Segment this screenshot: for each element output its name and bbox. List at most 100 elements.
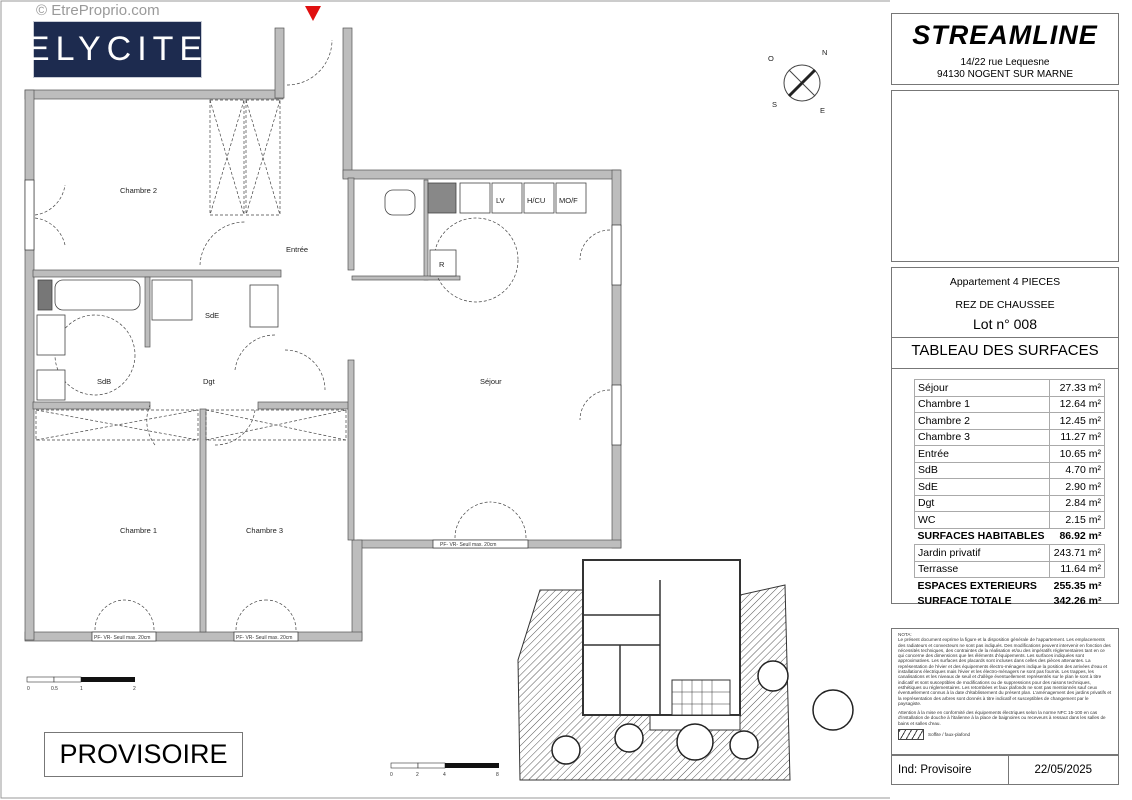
room-area: 11.27 m² (1048, 428, 1106, 446)
compass-icon: N E S O (768, 48, 827, 115)
fixture-mof: MO/F (559, 196, 578, 205)
room-name: Chambre 1 (914, 395, 1050, 413)
room-area: 2.84 m² (1048, 494, 1106, 512)
fixture-hcu: H/CU (527, 196, 545, 205)
exterior-area: 11.64 m² (1048, 560, 1106, 578)
address-line-2: 94130 NOGENT SUR MARNE (937, 69, 1073, 80)
svg-text:0: 0 (27, 686, 30, 692)
floor-plan: PF- VR- Seuil max. 20cm PF- VR- Seuil ma… (0, 0, 890, 799)
compass-label-o: O (768, 54, 774, 63)
apartment-type: Appartement 4 PIECES (949, 276, 1061, 288)
footer: Ind: Provisoire 22/05/2025 (891, 755, 1119, 785)
compass-label-n: N (822, 48, 827, 57)
provisoire-stamp: PROVISOIRE (44, 732, 243, 777)
total-label: SURFACE TOTALE (917, 595, 1012, 608)
room-name: Chambre 2 (914, 412, 1050, 430)
room-sde: SdE (205, 311, 219, 320)
room-chambre-2: Chambre 2 (120, 186, 157, 195)
brand-block: STREAMLINE 14/22 rue Lequesne 94130 NOGE… (891, 13, 1119, 85)
room-area: 4.70 m² (1048, 461, 1106, 479)
address-line-1: 14/22 rue Lequesne (960, 57, 1050, 68)
notes-body-2: Attention à la mise en conformité des éq… (898, 710, 1106, 726)
elycite-logo: ELYCITE (27, 21, 202, 78)
fixture-lv: LV (496, 196, 505, 205)
room-sejour: Séjour (480, 377, 502, 386)
svg-text:0.5: 0.5 (51, 686, 58, 692)
habitable-label: SURFACES HABITABLES (917, 530, 1045, 543)
date-label: 22/05/2025 (1007, 756, 1119, 784)
room-name: Entrée (914, 445, 1050, 463)
habitable-total-row: SURFACES HABITABLES 86.92 m² (915, 528, 1105, 545)
terrace (671, 679, 731, 716)
room-name: Chambre 3 (914, 428, 1050, 446)
site-plan (517, 559, 854, 781)
room-name: Séjour (914, 379, 1050, 397)
svg-text:4: 4 (443, 772, 446, 778)
apartment-floor: REZ DE CHAUSSEE (955, 299, 1055, 311)
window-label: PF- VR- Seuil max. 20cm PF- VR- Seuil ma… (94, 542, 496, 641)
compass-label-e: E (820, 106, 825, 115)
room-sdb: SdB (97, 377, 111, 386)
exterior-total-label: ESPACES EXTERIEURS (917, 579, 1037, 592)
tree-icons (551, 660, 854, 765)
svg-text:1: 1 (80, 686, 83, 692)
watermark: © EtreProprio.com (36, 2, 160, 19)
apartment-info: Appartement 4 PIECES REZ DE CHAUSSEE Lot… (891, 267, 1119, 369)
notes-body: Le présent document exprime la figure et… (898, 637, 1112, 706)
room-entree: Entrée (286, 245, 308, 254)
room-chambre-1: Chambre 1 (120, 526, 157, 535)
room-name: Dgt (914, 494, 1050, 512)
exterior-total-row: ESPACES EXTERIEURS 255.35 m² (915, 578, 1105, 594)
svg-text:PF- VR- Seuil max. 20cm: PF- VR- Seuil max. 20cm (94, 635, 150, 641)
room-area: 2.90 m² (1048, 478, 1106, 496)
exterior-name: Terrasse (914, 560, 1050, 578)
habitable-area: 86.92 m² (1059, 530, 1102, 543)
exterior-total-area: 255.35 m² (1053, 579, 1102, 592)
scale-bar-site: 0 2 4 8 (390, 762, 499, 778)
compass-label-s: S (772, 100, 777, 109)
svg-text:2: 2 (133, 686, 136, 692)
svg-text:0: 0 (390, 772, 393, 778)
svg-text:8: 8 (496, 772, 499, 778)
room-area: 2.15 m² (1048, 511, 1106, 529)
bathtub (54, 279, 141, 311)
walls (24, 27, 622, 642)
room-name: SdB (914, 461, 1050, 479)
grand-total-row: SURFACE TOTALE 342.26 m² (915, 594, 1105, 610)
room-name: WC (914, 511, 1050, 529)
scale-bar-main: 0 0.5 1 2 (26, 676, 136, 692)
room-name: SdE (914, 478, 1050, 496)
brand-name: STREAMLINE (912, 20, 1098, 50)
notes-box: NOTA: Le présent document exprime la fig… (891, 628, 1119, 755)
fixtures (36, 182, 587, 401)
svg-text:2: 2 (416, 772, 419, 778)
total-area: 342.26 m² (1053, 595, 1102, 608)
room-area: 12.64 m² (1048, 395, 1106, 413)
notes-title: NOTA: (898, 632, 912, 637)
shower (151, 279, 193, 321)
windows (24, 179, 622, 642)
exterior-area: 243.71 m² (1048, 544, 1106, 562)
doors (34, 39, 611, 631)
svg-text:PF- VR- Seuil max. 20cm: PF- VR- Seuil max. 20cm (440, 542, 496, 548)
fixture-r: R (439, 260, 445, 269)
room-area: 27.33 m² (1048, 379, 1106, 397)
room-area: 12.45 m² (1048, 412, 1106, 430)
soffit-legend-icon (898, 729, 924, 741)
washbasin (36, 314, 66, 356)
washbasin (249, 284, 279, 328)
entrance-marker-icon (305, 6, 321, 21)
svg-text:PF- VR- Seuil max. 20cm: PF- VR- Seuil max. 20cm (236, 635, 292, 641)
